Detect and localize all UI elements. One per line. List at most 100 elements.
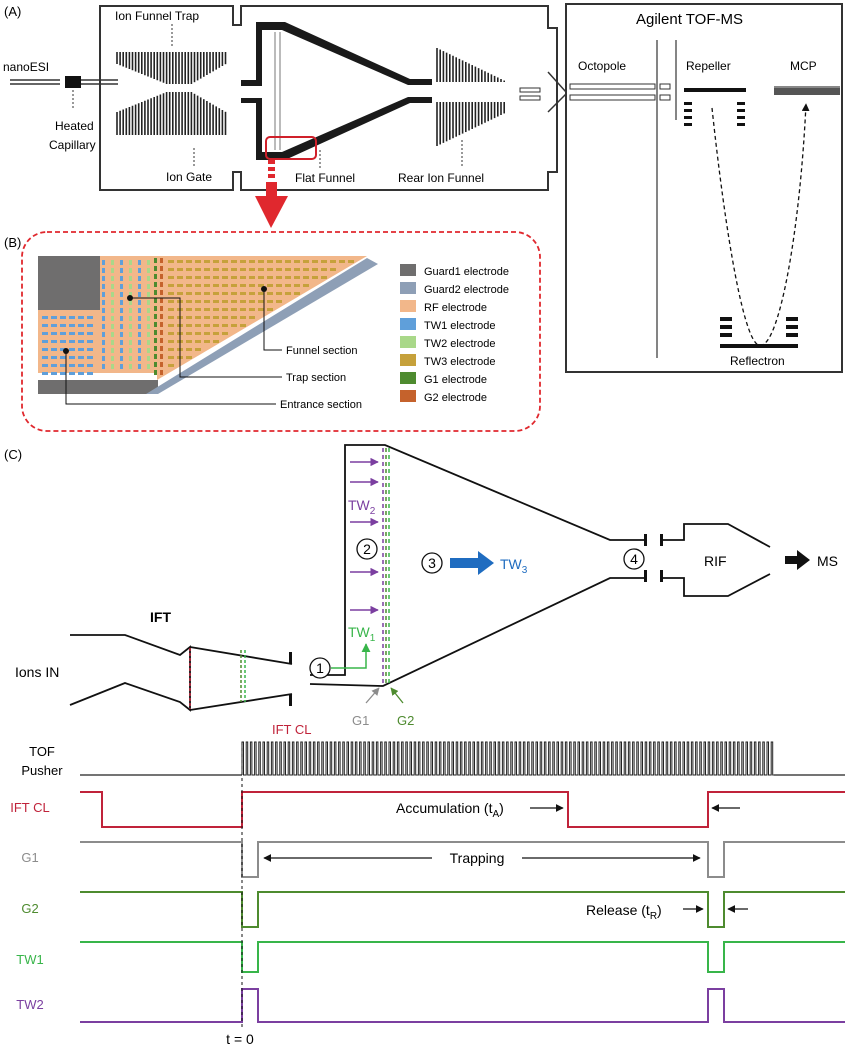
legend-swatch [400, 318, 416, 330]
rear-ion-funnel-label: Rear Ion Funnel [398, 171, 484, 185]
tof-title: Agilent TOF-MS [636, 11, 743, 28]
ion-funnel-trap-label: Ion Funnel Trap [115, 9, 199, 23]
legend-label: RF electrode [424, 302, 487, 314]
region-marker-3: 3 [421, 552, 443, 574]
callout-funnel [261, 286, 282, 351]
release-label: Release (tR) [586, 902, 662, 922]
tof-pusher-label-1: TOF [29, 744, 55, 759]
ift-cl-label: IFT CL [272, 722, 312, 737]
tw1-path-arrow [331, 643, 371, 669]
panel-c: (C) IFT Ions IN IFT CL [4, 444, 838, 737]
legend-swatch [400, 300, 416, 312]
heated-capillary-label-1: Heated [55, 119, 94, 133]
region-marker-4: 4 [623, 548, 645, 570]
ift-label: IFT [150, 609, 171, 625]
region-marker-1: 1 [309, 657, 331, 679]
ift-outline [69, 634, 293, 712]
callout-trap-label: Trap section [286, 372, 346, 384]
tw3-label: TW3 [500, 556, 528, 576]
tw2-trace [80, 988, 845, 1023]
callout-trap [127, 295, 282, 378]
electrode-layout [38, 256, 378, 394]
legend-label: TW2 electrode [424, 338, 496, 350]
legend-label: Guard1 electrode [424, 266, 509, 278]
g1-pointer [365, 687, 380, 704]
legend-label: TW1 electrode [424, 320, 496, 332]
callout-funnel-label: Funnel section [286, 345, 358, 357]
mcp-label: MCP [790, 59, 817, 73]
tof-pusher-trace [80, 741, 845, 776]
callout-entrance-label: Entrance section [280, 399, 362, 411]
legend-label: G1 electrode [424, 374, 487, 386]
reflectron-label: Reflectron [730, 354, 785, 368]
g1-trace [80, 841, 845, 878]
tw2-row-label: TW2 [16, 997, 43, 1012]
interface-lens [519, 71, 567, 113]
ift-cl-row-label: IFT CL [10, 800, 50, 815]
zoom-box [21, 231, 541, 432]
mcp-detector [774, 88, 840, 95]
ions-in-label: Ions IN [15, 664, 59, 680]
tof-box [565, 3, 843, 373]
legend-label: TW3 electrode [424, 356, 496, 368]
svg-text:3: 3 [428, 555, 436, 571]
callout-entrance [63, 348, 276, 405]
tof-pusher-label-2: Pusher [21, 763, 63, 778]
flat-funnel [241, 22, 432, 160]
g2-pointer [390, 687, 404, 704]
rif-outline [660, 523, 771, 597]
timing-diagram: TOF Pusher IFT CL Accumulation (tA) G1 T… [10, 741, 845, 1047]
panel-b: (B) Funnel section Trap section Entrance… [4, 231, 541, 432]
g2-row-label: G2 [21, 901, 38, 916]
panel-a-label: (A) [4, 4, 21, 19]
repeller-plate [684, 88, 746, 92]
svg-text:1: 1 [316, 660, 324, 676]
zoom-arrow [255, 160, 288, 228]
t0-label: t = 0 [226, 1031, 254, 1047]
panel-b-label: (B) [4, 235, 21, 250]
repeller-label: Repeller [686, 59, 731, 73]
reflectron-grids [720, 317, 798, 348]
region-marker-2: 2 [356, 538, 378, 560]
nanoesi-label: nanoESI [3, 60, 49, 74]
g1-row-label: G1 [21, 850, 38, 865]
repeller-grids [684, 102, 745, 126]
legend-label: G2 electrode [424, 392, 487, 404]
trapping-label-bg [432, 846, 522, 866]
flat-funnel-outline [309, 444, 647, 687]
legend-label: Guard2 electrode [424, 284, 509, 296]
panel-c-label: (C) [4, 447, 22, 462]
nanoesi-emitter [10, 76, 118, 88]
tw3-arrow [450, 551, 494, 575]
accumulation-label: Accumulation (tA) [396, 800, 504, 820]
g2-trace [80, 891, 845, 928]
octopole-label: Octopole [578, 59, 626, 73]
panel-a: (A) nanoESI Heated Capillary Ion Funnel … [3, 3, 843, 373]
octopole-rods [569, 83, 671, 101]
svg-text:4: 4 [630, 551, 638, 567]
legend-swatch [400, 282, 416, 294]
svg-text:2: 2 [363, 541, 371, 557]
flat-funnel-label: Flat Funnel [295, 171, 355, 185]
tw1-label: TW1 [348, 624, 376, 644]
ion-flight-path [711, 103, 810, 347]
legend-swatch [400, 354, 416, 366]
tw1-row-label: TW1 [16, 952, 43, 967]
tw2-arrows [350, 457, 379, 615]
ift-chamber-outline [99, 5, 558, 191]
legend-swatch [400, 390, 416, 402]
legend-swatch [400, 336, 416, 348]
heated-capillary-label-2: Capillary [49, 138, 96, 152]
ift-cl-trace [80, 791, 845, 828]
ion-gate-label: Ion Gate [166, 170, 212, 184]
g2-label: G2 [397, 713, 414, 728]
tw2-label: TW2 [348, 497, 376, 517]
ion-funnel-trap-electrodes [116, 52, 227, 135]
g1-label: G1 [352, 713, 369, 728]
ms-arrow [785, 550, 810, 570]
legend-swatch [400, 372, 416, 384]
rear-ion-funnel-electrodes [436, 48, 506, 146]
ms-label: MS [817, 553, 838, 569]
rif-label: RIF [704, 553, 727, 569]
